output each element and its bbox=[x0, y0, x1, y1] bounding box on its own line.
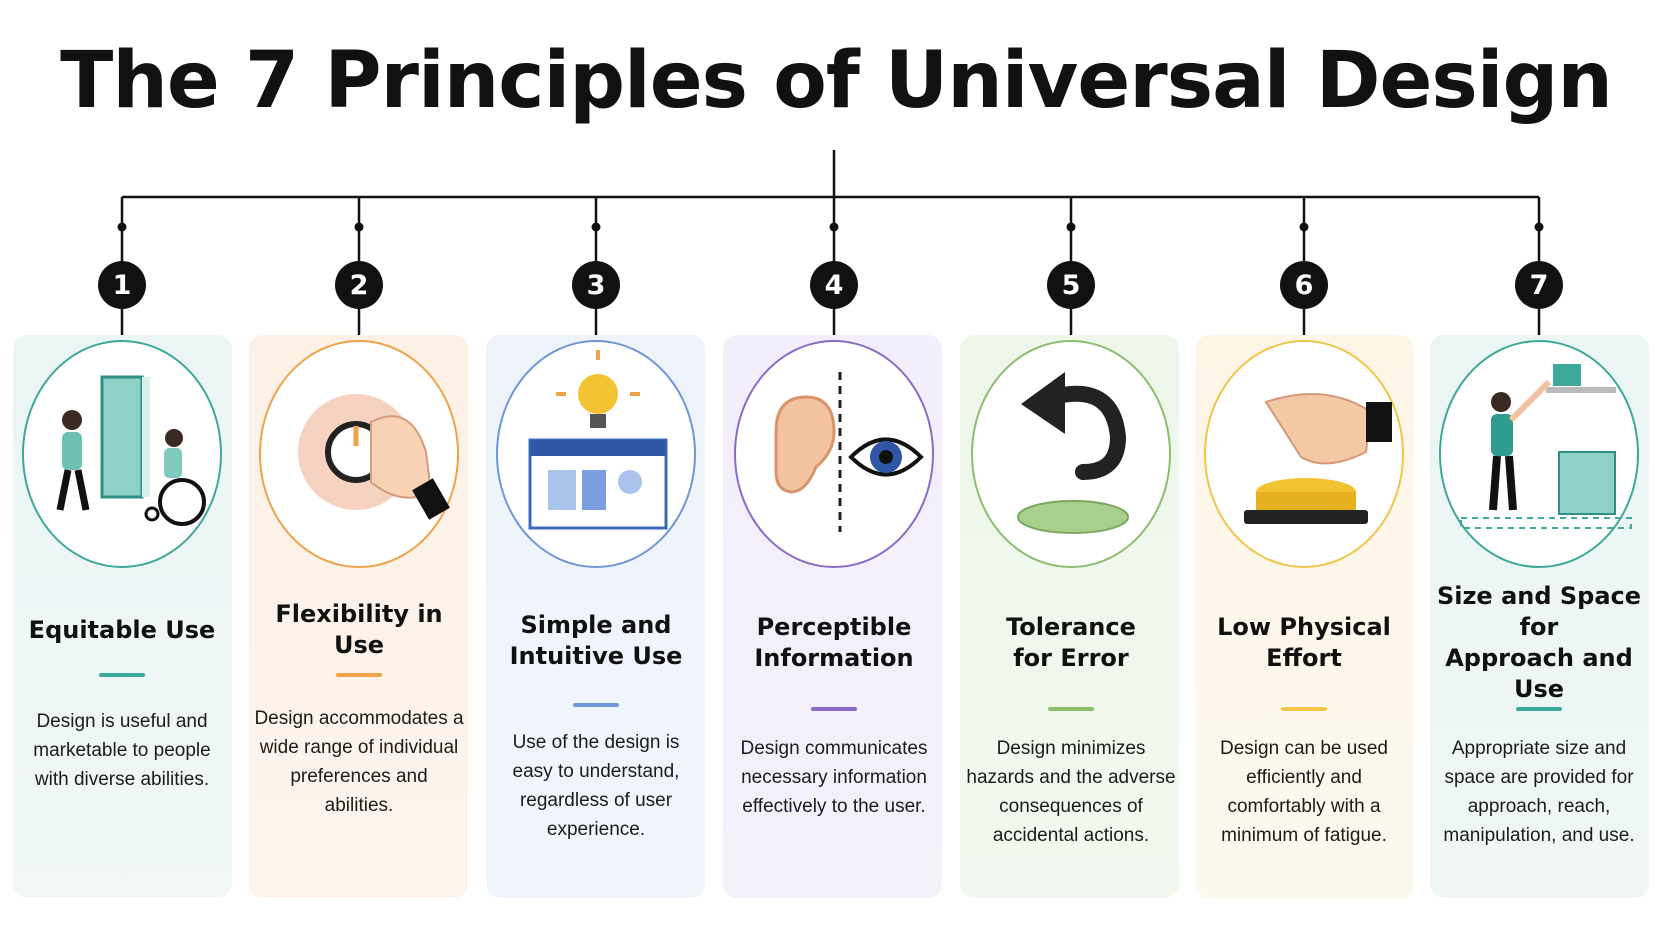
principle-number-badge: 6 bbox=[1280, 261, 1328, 309]
principle-title-line: Approach and Use bbox=[1445, 644, 1633, 703]
principle-underline bbox=[336, 673, 382, 677]
principle-number-badge: 4 bbox=[810, 261, 858, 309]
principle-description: Design is useful and marketable to peopl… bbox=[33, 711, 211, 790]
connector-dot-1 bbox=[117, 222, 127, 232]
principle-illustration bbox=[1439, 340, 1639, 568]
person-door-wheelchair-icon bbox=[56, 375, 206, 526]
connector-dot-6 bbox=[1299, 222, 1309, 232]
principle-illustration bbox=[1204, 340, 1404, 568]
principle-title-line: Equitable Use bbox=[28, 615, 216, 644]
principle-number-badge: 3 bbox=[572, 261, 620, 309]
principle-description: Design communicates necessary informatio… bbox=[740, 738, 928, 817]
undo-arrow-cushion-icon bbox=[1017, 372, 1129, 534]
principle-number-badge: 7 bbox=[1515, 261, 1563, 309]
principle-description: Use of the design is easy to understand,… bbox=[512, 732, 680, 840]
person-reaching-shelf-icon bbox=[1460, 364, 1632, 529]
principle-title-line: Information bbox=[754, 644, 914, 672]
principle-illustration bbox=[971, 340, 1171, 568]
principle-illustration bbox=[259, 340, 459, 568]
principle-illustration bbox=[22, 340, 222, 568]
principle-title-line: Low Physical bbox=[1217, 613, 1391, 641]
connector-dot-3 bbox=[591, 222, 601, 232]
principle-title-line: Effort bbox=[1266, 644, 1342, 672]
principle-underline bbox=[99, 673, 145, 677]
principle-illustration bbox=[496, 340, 696, 568]
ear-eye-icon bbox=[774, 372, 924, 532]
principle-title: Equitable Use bbox=[17, 595, 227, 665]
principle-underline bbox=[811, 707, 857, 711]
principle-description: Design can be used efficiently and comfo… bbox=[1220, 738, 1388, 846]
principle-title-line: Intuitive Use bbox=[509, 642, 683, 670]
principle-title-line: Perceptible bbox=[756, 613, 912, 641]
principle-illustration bbox=[734, 340, 934, 568]
principle-underline bbox=[1048, 707, 1094, 711]
principle-title-line: Simple and bbox=[520, 611, 672, 639]
principle-title: Tolerance for Error bbox=[966, 608, 1176, 678]
principle-description: Appropriate size and space are provided … bbox=[1443, 738, 1635, 846]
connector-dot-2 bbox=[354, 222, 364, 232]
principle-underline bbox=[1281, 707, 1327, 711]
principle-title-line: for Error bbox=[1013, 644, 1129, 672]
principle-description: Design accommodates a wide range of indi… bbox=[254, 708, 464, 816]
connector-dot-5 bbox=[1066, 222, 1076, 232]
principle-description: Design minimizes hazards and the adverse… bbox=[966, 738, 1176, 846]
principle-number-badge: 2 bbox=[335, 261, 383, 309]
hand-press-button-icon bbox=[1244, 393, 1392, 524]
principle-title-line: Tolerance bbox=[1006, 613, 1136, 641]
principle-number-badge: 5 bbox=[1047, 261, 1095, 309]
principle-number-badge: 1 bbox=[98, 261, 146, 309]
lightbulb-interface-icon bbox=[528, 350, 668, 530]
hand-dial-knob-icon bbox=[298, 394, 450, 520]
principle-underline bbox=[573, 703, 619, 707]
principle-title-line: Size and Space for bbox=[1436, 582, 1642, 641]
page-title: The 7 Principles of Universal Design bbox=[60, 36, 1613, 126]
connector-dot-7 bbox=[1534, 222, 1544, 232]
connector-dot-4 bbox=[829, 222, 839, 232]
principle-title-line: Flexibility in Use bbox=[275, 600, 443, 659]
principle-title: Flexibility in Use bbox=[254, 595, 464, 665]
principle-underline bbox=[1516, 707, 1562, 711]
